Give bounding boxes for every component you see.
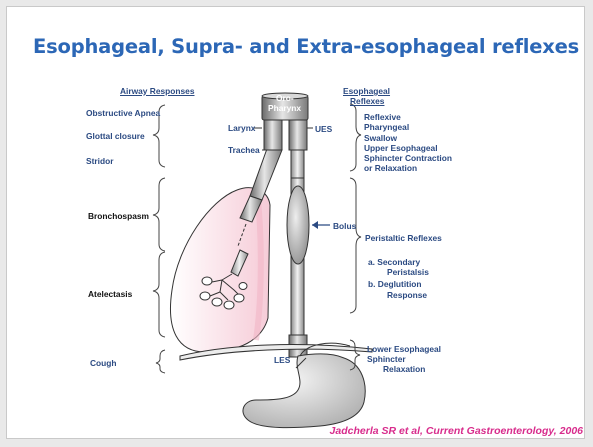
label-ues: UES: [315, 124, 332, 134]
label-bolus: Bolus: [333, 221, 356, 231]
label-larynx: Larynx: [228, 123, 255, 133]
bolus-shape: [287, 186, 309, 264]
airway-bronchospasm: Bronchospasm: [88, 211, 149, 221]
citation: Jadcherla SR et al, Current Gastroentero…: [330, 425, 583, 437]
reflex-reflexive-1: Reflexive: [364, 112, 401, 122]
esophageal-header-line1: Esophageal: [343, 86, 390, 96]
reflex-peristaltic: Peristaltic Reflexes: [365, 233, 442, 243]
label-les: LES: [274, 355, 290, 365]
larynx-block: [264, 120, 282, 150]
stomach: [243, 354, 365, 428]
label-trachea: Trachea: [228, 145, 260, 155]
airway-atelectasis: Atelectasis: [88, 289, 132, 299]
airway-stridor: Stridor: [86, 156, 113, 166]
reflex-reflexive-2: Pharyngeal: [364, 122, 409, 132]
slide-title: Esophageal, Supra- and Extra-esophageal …: [33, 35, 573, 58]
airway-cough: Cough: [90, 358, 117, 368]
left-braces: [153, 105, 165, 373]
reflex-ues-1: Upper Esophageal: [364, 143, 438, 153]
ues-block: [289, 120, 307, 150]
reflex-ues-3: or Relaxation: [364, 163, 417, 173]
reflex-deglutition-1: b. Deglutition: [368, 279, 422, 289]
label-pharynx: Pharynx: [268, 103, 301, 113]
reflex-deglutition-2: Response: [387, 290, 427, 300]
esophagus-upper: [291, 150, 304, 178]
label-oro: Oro-: [276, 93, 294, 103]
reflex-reflexive-3: Swallow: [364, 133, 397, 143]
airway-responses-header: Airway Responses: [120, 86, 194, 96]
reflex-les-1: Lower Esophageal: [367, 344, 441, 354]
reflex-les-2: Sphincter: [367, 354, 406, 364]
airway-glottal-closure: Glottal closure: [86, 131, 145, 141]
reflex-les-3: Relaxation: [383, 364, 425, 374]
airway-obstructive-apnea: Obstructive Apnea: [86, 108, 160, 118]
reflex-ues-2: Sphincter Contraction: [364, 153, 452, 163]
reflex-secondary-2: Peristalsis: [387, 267, 429, 277]
right-braces: [350, 104, 361, 370]
reflex-secondary-1: a. Secondary: [368, 257, 420, 267]
esophageal-header-line2: Reflexes: [350, 96, 384, 106]
